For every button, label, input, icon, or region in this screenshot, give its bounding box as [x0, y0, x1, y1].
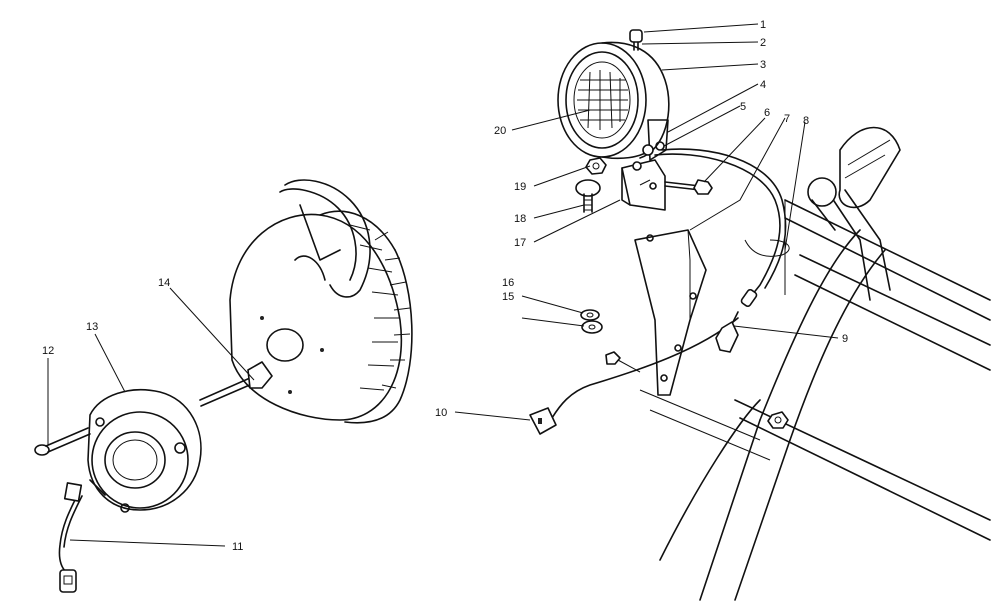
mounting-bracket: [621, 159, 666, 211]
mounting-bolt: [664, 179, 713, 195]
connector-plug: [740, 288, 758, 308]
steering-wheel: [279, 179, 371, 298]
leader-lines: [47, 23, 839, 547]
callout-4: 4: [760, 79, 766, 91]
callout-14: 14: [158, 277, 170, 289]
lock-washer: [580, 309, 600, 321]
harness-terminal: [529, 407, 557, 435]
callout-19: 19: [514, 181, 526, 193]
callout-18: 18: [514, 213, 526, 225]
axle-shaft: [199, 361, 273, 407]
flange-nut: [581, 320, 603, 334]
hub-motor: [87, 388, 202, 513]
callout-12: 12: [42, 345, 54, 357]
callout-6: 6: [764, 107, 770, 119]
frame-bolt: [605, 351, 641, 373]
callout-9: 9: [842, 333, 848, 345]
motor-cable: [58, 482, 83, 593]
callout-5: 5: [740, 101, 746, 113]
mounting-screw: [34, 427, 91, 456]
callout-3: 3: [760, 59, 766, 71]
callout-13: 13: [86, 321, 98, 333]
wheel-housing: [229, 210, 413, 424]
carriage-bolt: [575, 179, 601, 213]
bullet-connector: [715, 311, 739, 353]
handlebar-grip: [807, 126, 901, 301]
callout-15: 15: [502, 291, 514, 303]
callout-20: 20: [494, 125, 506, 137]
wiring-harness: [551, 148, 790, 419]
callout-2: 2: [760, 37, 766, 49]
callout-11: 11: [232, 541, 243, 553]
callout-8: 8: [803, 115, 809, 127]
callout-17: 17: [514, 237, 526, 249]
callout-7: 7: [784, 113, 790, 125]
headlight-lens-grid: [577, 70, 628, 130]
support-plate: [634, 229, 707, 396]
callout-10: 10: [435, 407, 447, 419]
callout-16: 16: [502, 277, 514, 289]
lamp-cap: [629, 29, 643, 51]
frame-nut: [767, 411, 789, 429]
callout-1: 1: [760, 19, 766, 31]
